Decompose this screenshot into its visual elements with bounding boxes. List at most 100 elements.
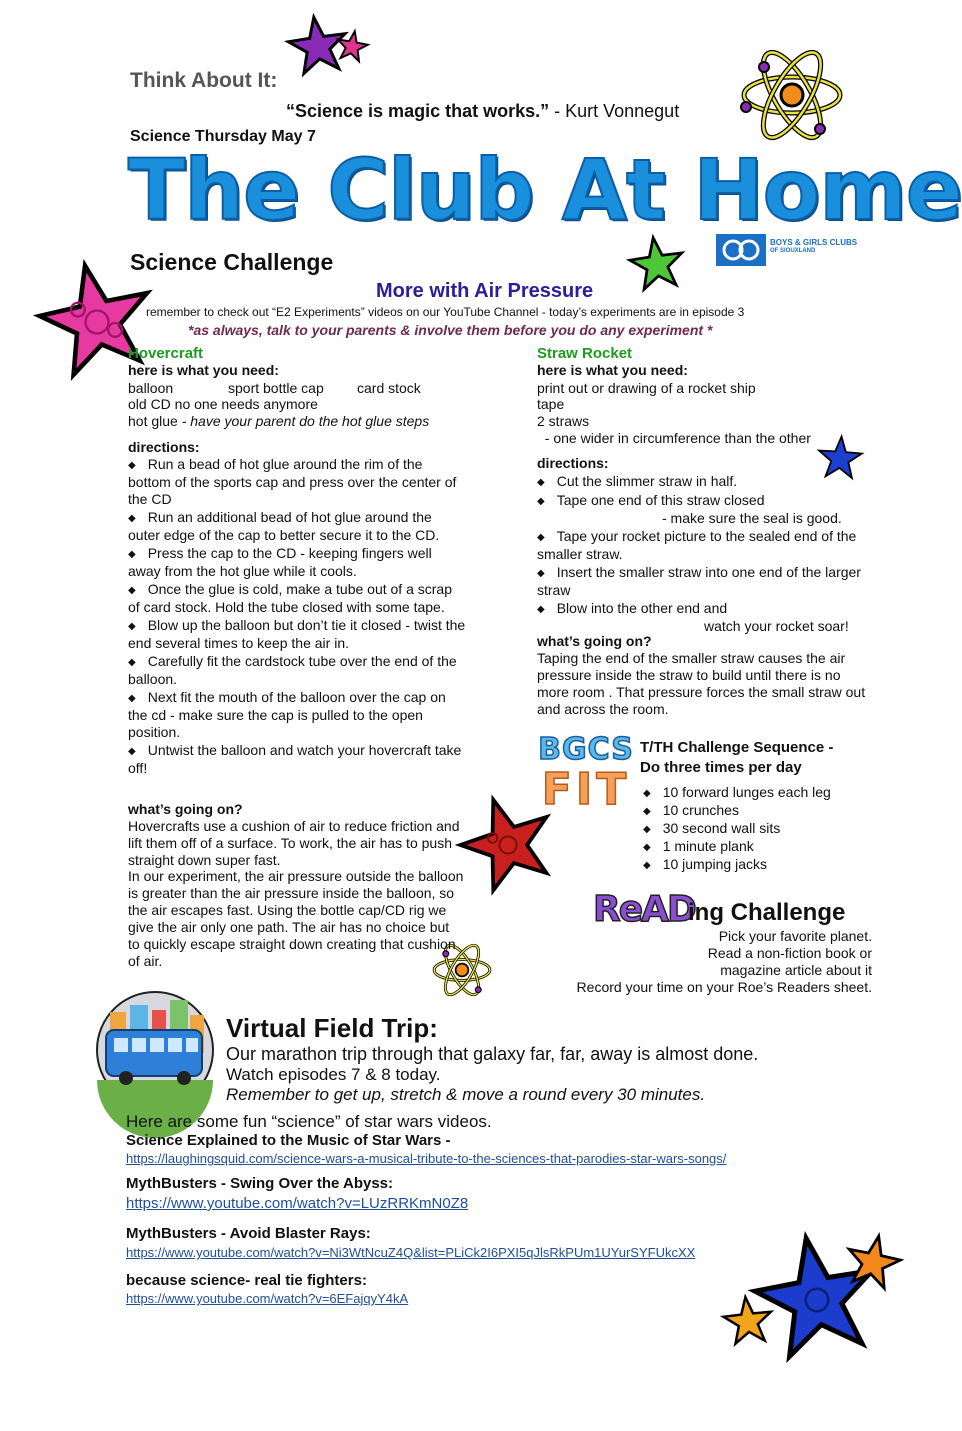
straw-need-label: here is what you need: xyxy=(537,362,688,378)
video-link[interactable]: https://laughingsquid.com/science-wars-a… xyxy=(126,1151,727,1166)
straw-need-line: tape xyxy=(537,396,565,412)
video-label: Science Explained to the Music of Star W… xyxy=(126,1132,451,1149)
reading-lines: Pick your favorite planet. Read a non-fi… xyxy=(577,928,872,996)
hovercraft-whats-label: what’s going on? xyxy=(128,801,243,817)
list-item: ◆Tape one end of this straw closed xyxy=(537,492,765,508)
fit-heading-line2: Do three times per day xyxy=(640,759,802,776)
quote: “Science is magic that works.” - Kurt Vo… xyxy=(286,101,679,122)
purple-star-icon xyxy=(284,11,352,77)
video-link[interactable]: https://www.youtube.com/watch?v=LUzRRKmN… xyxy=(126,1195,469,1212)
bullet-icon: ◆ xyxy=(643,860,651,871)
reading-heading: ing Challenge xyxy=(688,899,846,926)
bullet-icon: ◆ xyxy=(643,824,651,835)
list-item: ◆Press the cap to the CD - keeping finge… xyxy=(128,545,432,579)
list-item: ◆Once the glue is cold, make a tube out … xyxy=(128,581,452,615)
straw-need-line: - one wider in circumference than the ot… xyxy=(537,430,811,446)
straw-need-line: print out or drawing of a rocket ship xyxy=(537,380,756,396)
straw-dir2-cont: - make sure the seal is good. xyxy=(662,510,842,526)
bullet-icon: ◆ xyxy=(128,585,136,596)
list-item: ◆10 crunches xyxy=(643,802,739,818)
straw-rocket-title: Straw Rocket xyxy=(537,345,633,362)
list-item: ◆Run an additional bead of hot glue arou… xyxy=(128,509,440,543)
page-title: The Club At Home xyxy=(127,141,962,239)
hovercraft-whats-p1: Hovercrafts use a cushion of air to redu… xyxy=(128,818,460,868)
school-bus-icon xyxy=(96,991,214,1138)
bullet-icon: ◆ xyxy=(537,604,545,615)
bullet-icon: ◆ xyxy=(537,532,545,543)
big-pink-star-icon xyxy=(32,254,161,379)
red-star-icon xyxy=(448,783,565,898)
reading-line: Read a non-fiction book or xyxy=(707,945,872,961)
bullet-icon: ◆ xyxy=(128,549,136,560)
straw-dir5-cont: watch your rocket soar! xyxy=(704,618,849,634)
atom-icon xyxy=(740,49,843,141)
straw-directions-label: directions: xyxy=(537,455,609,471)
hovercraft-title: Hovercraft xyxy=(128,345,204,362)
bgc-logo-icon xyxy=(716,234,766,266)
quote-author: - Kurt Vonnegut xyxy=(549,101,680,121)
list-item: ◆Carefully fit the cardstock tube over t… xyxy=(128,653,457,687)
video-label: MythBusters - Avoid Blaster Rays: xyxy=(126,1225,371,1242)
date-label: Science Thursday May 7 xyxy=(130,128,316,145)
bullet-icon: ◆ xyxy=(128,693,136,704)
hovercraft-need-line: old CD no one needs anymore xyxy=(128,396,318,412)
bullet-icon: ◆ xyxy=(537,477,545,488)
list-item: ◆10 forward lunges each leg xyxy=(643,784,831,800)
bgcs-logo-top: BGCS xyxy=(537,732,634,767)
bullet-icon: ◆ xyxy=(128,460,136,471)
video-label: because science- real tie fighters: xyxy=(126,1272,367,1289)
small-orange-star-icon xyxy=(720,1293,776,1346)
video-link[interactable]: https://www.youtube.com/watch?v=Ni3WtNcu… xyxy=(126,1245,696,1260)
hovercraft-whats-p2: In our experiment, the air pressure outs… xyxy=(128,868,464,969)
hot-glue-note: - have your parent do the hot glue steps xyxy=(177,413,430,429)
hovercraft-need-item: card stock xyxy=(357,380,421,396)
list-item: ◆10 jumping jacks xyxy=(643,856,767,872)
list-item: ◆30 second wall sits xyxy=(643,820,781,836)
straw-whats-text: Taping the end of the smaller straw caus… xyxy=(537,650,866,717)
hovercraft-need-item: sport bottle cap xyxy=(228,380,324,396)
field-trip-line: Watch episodes 7 & 8 today. xyxy=(226,1065,441,1084)
fit-heading: T/TH Challenge Sequence - Do three times… xyxy=(640,738,833,778)
logo-line2: OF SIOUXLAND xyxy=(770,248,816,254)
bgcs-logo-bottom: FIT xyxy=(541,764,631,815)
video-link[interactable]: https://www.youtube.com/watch?v=6EFajqyY… xyxy=(126,1291,409,1306)
straw-directions-list: ◆Cut the slimmer straw in half. ◆Tape on… xyxy=(537,473,867,635)
bullet-icon: ◆ xyxy=(643,788,651,799)
list-item: ◆1 minute plank xyxy=(643,838,754,854)
bullet-icon: ◆ xyxy=(537,568,545,579)
youtube-note: remember to check out “E2 Experiments” v… xyxy=(146,305,745,319)
bgcs-fit-logo: BGCS FIT xyxy=(536,732,636,815)
quote-text: “Science is magic that works.” xyxy=(286,101,550,121)
videos-intro: Here are some fun “science” of star wars… xyxy=(126,1112,492,1131)
fit-heading-line1: T/TH Challenge Sequence - xyxy=(640,739,834,756)
hovercraft-need-line: hot glue - have your parent do the hot g… xyxy=(128,413,429,430)
bullet-icon: ◆ xyxy=(643,842,651,853)
list-item: ◆Tape your rocket picture to the sealed … xyxy=(537,528,857,562)
parent-warning: *as always, talk to your parents & invol… xyxy=(188,322,713,338)
hot-glue-text: hot glue xyxy=(128,413,178,429)
bullet-icon: ◆ xyxy=(128,621,136,632)
big-blue-star-icon xyxy=(748,1228,885,1360)
list-item: ◆Cut the slimmer straw in half. xyxy=(537,473,738,489)
list-item: ◆Insert the smaller straw into one end o… xyxy=(537,564,861,598)
field-trip-reminder: Remember to get up, stretch & move a rou… xyxy=(226,1085,706,1104)
bullet-icon: ◆ xyxy=(128,657,136,668)
field-trip-line: Our marathon trip through that galaxy fa… xyxy=(226,1044,759,1064)
list-item: watch your rocket soar! xyxy=(537,618,867,635)
bullet-icon: ◆ xyxy=(128,513,136,524)
list-item: ◆Untwist the balloon and watch your hove… xyxy=(128,742,462,776)
orange-star-icon xyxy=(841,1229,906,1292)
list-item: ◆Blow up the balloon but don’t tie it cl… xyxy=(128,617,466,651)
field-trip-heading: Virtual Field Trip: xyxy=(226,1013,438,1043)
logo-line1: BOYS & GIRLS CLUBS xyxy=(770,238,858,247)
bullet-icon: ◆ xyxy=(128,746,136,757)
hovercraft-directions-label: directions: xyxy=(128,439,200,455)
hovercraft-need-item: balloon xyxy=(128,380,174,396)
reading-line: Record your time on your Roe’s Readers s… xyxy=(576,979,872,995)
hovercraft-need-label: here is what you need: xyxy=(128,362,279,378)
fit-exercise-list: ◆10 forward lunges each leg ◆10 crunches… xyxy=(643,784,831,874)
video-label: MythBusters - Swing Over the Abyss: xyxy=(126,1175,393,1192)
science-subheading: More with Air Pressure xyxy=(376,280,594,302)
think-about-it-label: Think About It: xyxy=(130,69,278,92)
